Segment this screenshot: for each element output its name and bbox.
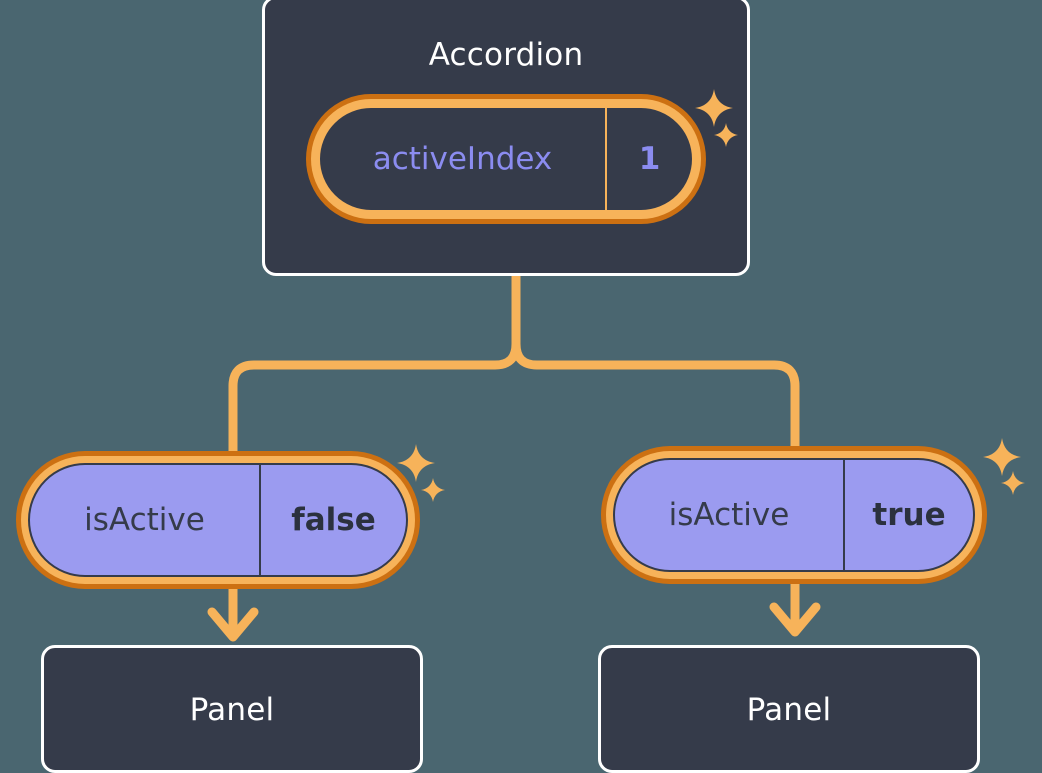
- panel-component-right[interactable]: Panel: [598, 645, 980, 773]
- prop-value: 1: [605, 108, 692, 210]
- pill-inner-ring: isActive true: [606, 451, 982, 579]
- pill-inner-ring: activeIndex 1: [311, 99, 701, 219]
- pill-body: isActive true: [613, 458, 975, 572]
- prop-value: false: [259, 465, 406, 575]
- wire-branch-right: [511, 339, 800, 455]
- pill-outer-ring: isActive false: [16, 451, 420, 589]
- pill-inner-ring: isActive false: [21, 456, 415, 584]
- wire-branch-left: [228, 339, 521, 460]
- arrow-right-to-panel: [769, 584, 821, 637]
- pill-outer-ring: activeIndex 1: [306, 94, 706, 224]
- panel-title: Panel: [746, 692, 832, 728]
- panel-component-left[interactable]: Panel: [41, 645, 423, 773]
- arrow-left-to-panel: [207, 589, 259, 642]
- prop-value: true: [843, 460, 973, 570]
- panel-title: Panel: [189, 692, 275, 728]
- prop-key: isActive: [84, 502, 205, 538]
- pill-body: isActive false: [28, 463, 408, 577]
- pill-body: activeIndex 1: [318, 106, 694, 212]
- accordion-title: Accordion: [428, 37, 584, 73]
- prop-key: isActive: [668, 497, 790, 533]
- pill-outer-ring: isActive true: [601, 446, 987, 584]
- prop-key: activeIndex: [372, 141, 553, 177]
